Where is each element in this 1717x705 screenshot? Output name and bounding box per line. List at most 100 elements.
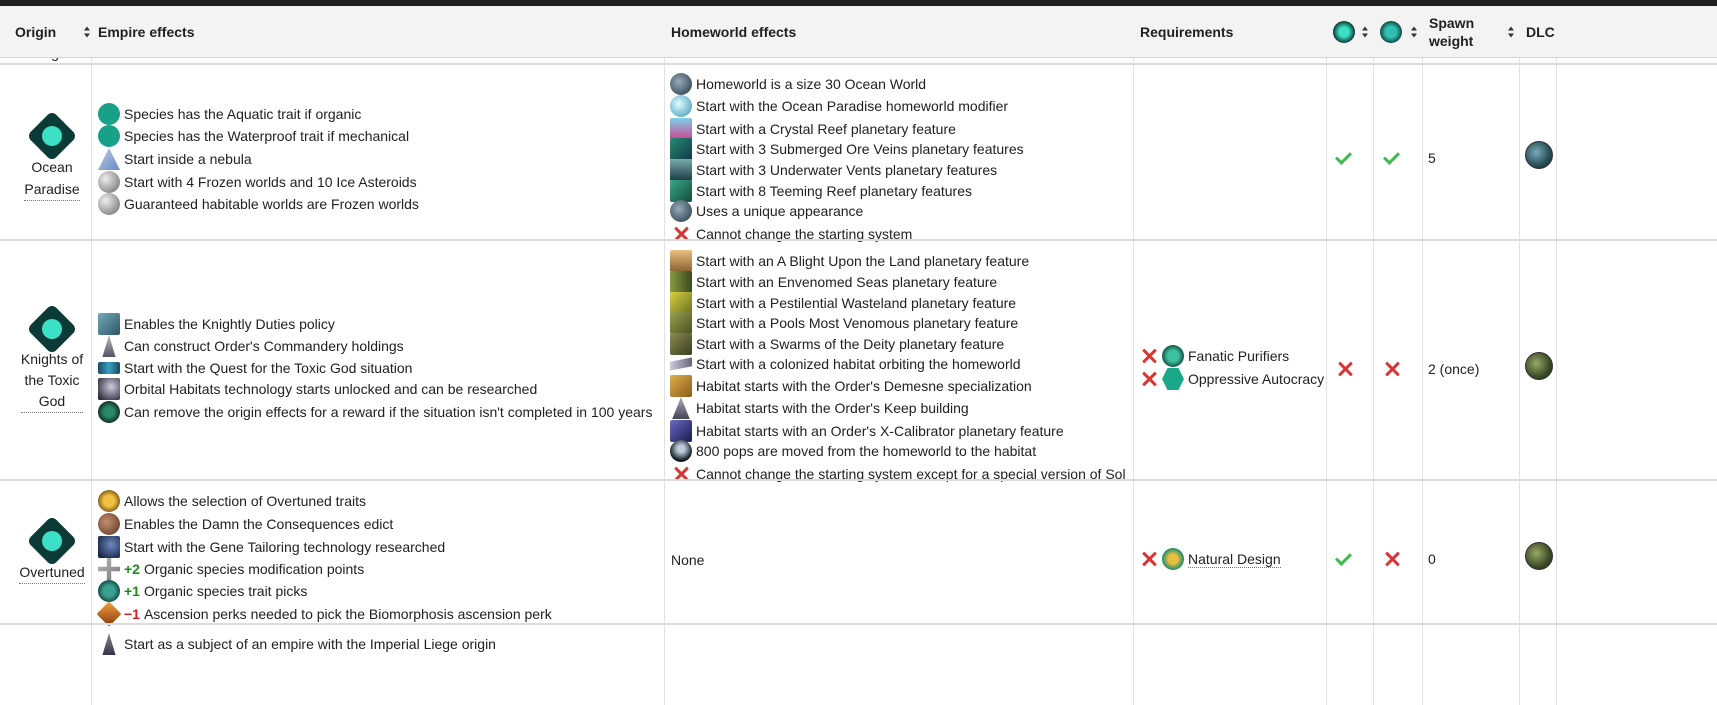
empire-effect: Enables the Knightly Duties policy	[98, 313, 335, 335]
requirement-text[interactable]: Fanatic Purifiers	[1188, 348, 1290, 364]
toxoids-dlc-icon[interactable]	[1525, 352, 1553, 380]
compat-a-ocean-paradise	[1333, 147, 1353, 169]
sort-icon[interactable]	[1508, 26, 1515, 37]
homeworld-effect-text: Start with a Crystal Reef planetary feat…	[696, 121, 956, 137]
header-dlc: DLC	[1520, 6, 1556, 57]
header-origin-label: Origin	[15, 23, 57, 40]
column-divider	[1519, 6, 1520, 705]
header-spawn-weight[interactable]: Spawn weight	[1423, 6, 1519, 57]
homeworld-effect-text: Start with 3 Underwater Vents planetary …	[696, 162, 998, 178]
empire-effect-text: Species has the Aquatic trait if organic	[124, 106, 362, 122]
compat-b-overtuned	[1383, 548, 1405, 570]
envenomed-seas-icon	[670, 271, 692, 293]
pestilential-wasteland-icon	[670, 292, 692, 314]
dlc-cell[interactable]	[1525, 141, 1553, 169]
check-icon	[1333, 549, 1353, 569]
empire-effect: Guaranteed habitable worlds are Frozen w…	[98, 193, 419, 215]
spawn-weight-value: 5	[1428, 147, 1436, 169]
trait-picks-icon	[98, 580, 120, 602]
header-origin[interactable]: Origin	[9, 6, 95, 57]
blight-icon	[670, 250, 692, 272]
empire-effect-text: Start with the Quest for the Toxic God s…	[124, 360, 413, 376]
cross-icon	[1336, 360, 1354, 378]
requirement-text[interactable]: Natural Design	[1188, 550, 1281, 568]
homeworld-effect-text: Habitat starts with the Order's Demesne …	[696, 378, 1032, 394]
cross-icon	[1383, 550, 1401, 568]
oppressive-autocracy-icon	[1162, 368, 1184, 390]
empire-effect: Start with the Gene Tailoring technology…	[98, 536, 445, 558]
appearance-icon	[670, 200, 692, 222]
habitat-icon	[670, 357, 692, 371]
row-divider	[0, 239, 1717, 241]
homeworld-effect-text: Start with a Pestilential Wasteland plan…	[696, 295, 1017, 311]
requirement-text[interactable]: Oppressive Autocracy	[1188, 371, 1325, 387]
origin-overtuned[interactable]: Overtuned	[16, 515, 88, 584]
pools-venomous-icon	[670, 312, 692, 334]
check-icon	[1381, 148, 1401, 168]
compat-b-ocean-paradise	[1381, 147, 1401, 169]
compat-a-overtuned	[1333, 548, 1353, 570]
dlc-cell[interactable]	[1525, 352, 1553, 380]
sort-icon[interactable]	[1362, 26, 1369, 37]
column-divider	[1556, 6, 1557, 705]
homeworld-effect-text: Start with 3 Submerged Ore Veins planeta…	[696, 141, 1024, 157]
empire-effect: Species has the Aquatic trait if organic	[98, 103, 361, 125]
empire-effect-text: Start with the Gene Tailoring technology…	[124, 539, 446, 555]
underwater-vents-icon	[670, 159, 692, 181]
empire-effect-text: Guaranteed habitable worlds are Frozen w…	[124, 196, 419, 212]
edict-icon	[98, 513, 120, 535]
natural-design-icon	[1162, 548, 1184, 570]
origins-table: Origin Empire effects Homeworld effects …	[0, 6, 1717, 705]
ocean-world-icon	[670, 73, 692, 95]
homeworld-effect: None	[671, 549, 704, 571]
sort-icon[interactable]	[1411, 26, 1418, 37]
origin-link[interactable]: Ocean Paradise	[24, 156, 80, 201]
submerged-ore-veins-icon	[670, 138, 692, 160]
empire-effect-text: Start inside a nebula	[124, 151, 252, 167]
empire-effect-text: Ascension perks needed to pick the Biomo…	[143, 606, 552, 622]
toxoids-dlc-icon[interactable]	[1525, 542, 1553, 570]
imperial-liege-icon	[102, 633, 116, 655]
dlc-cell[interactable]	[1525, 542, 1553, 570]
origin-link[interactable]: Overtuned	[19, 561, 85, 584]
homeworld-effect-text: Start with a Swarms of the Deity planeta…	[696, 336, 1005, 352]
ocean-paradise-modifier-icon	[670, 95, 692, 117]
sort-icon[interactable]	[84, 26, 91, 37]
header-requirements: Requirements	[1134, 6, 1324, 57]
cross-icon	[1140, 370, 1158, 388]
spawn-weight-text: 0	[1428, 551, 1436, 567]
swarms-deity-icon	[670, 333, 692, 355]
homeworld-effect-text: Cannot change the starting system except…	[696, 466, 1126, 482]
origin-ocean-paradise[interactable]: Ocean Paradise	[16, 110, 88, 201]
empire-effect: Start with the Quest for the Toxic God s…	[98, 357, 412, 379]
homeworld-effect-text: Start with a colonized habitat orbiting …	[696, 356, 1021, 372]
pops-icon	[670, 440, 692, 462]
homeworld-effect: Start with a Pestilential Wasteland plan…	[670, 292, 1016, 314]
homeworld-effect-text: Habitat starts with the Order's Keep bui…	[696, 400, 969, 416]
teeming-reef-icon	[670, 180, 692, 202]
reward-icon	[98, 401, 120, 423]
header-dlc-label: DLC	[1526, 23, 1555, 40]
header-empire-effects-label: Empire effects	[98, 23, 195, 40]
aquatics-dlc-icon[interactable]	[1525, 141, 1553, 169]
homeworld-effect: Cannot change the starting system except…	[670, 463, 1126, 485]
aquatic-trait-icon	[98, 103, 120, 125]
homeworld-effect-text: Start with 8 Teeming Reef planetary feat…	[696, 183, 973, 199]
technology-icon	[98, 378, 120, 400]
empire-effect: Start with 4 Frozen worlds and 10 Ice As…	[98, 171, 417, 193]
keep-building-icon	[672, 397, 690, 419]
empire-effect: Enables the Damn the Consequences edict	[98, 513, 393, 535]
compat-b-knights	[1383, 358, 1405, 380]
origin-name-line: Paradise	[24, 181, 80, 197]
origin-link[interactable]: Knights of the Toxic God	[20, 349, 84, 413]
header-origin-icon-b[interactable]	[1374, 6, 1422, 57]
column-divider	[664, 6, 665, 705]
window-top-bar	[0, 0, 1717, 6]
cross-icon	[1383, 360, 1401, 378]
empire-effect-text: Species has the Waterproof trait if mech…	[124, 128, 410, 144]
table-header: Origin Empire effects Homeworld effects …	[0, 6, 1717, 58]
ocean-origin-icon	[1333, 20, 1355, 43]
origin-knights-of-the-toxic-god[interactable]: Knights of the Toxic God	[14, 303, 90, 413]
header-origin-icon-a[interactable]	[1327, 6, 1373, 57]
